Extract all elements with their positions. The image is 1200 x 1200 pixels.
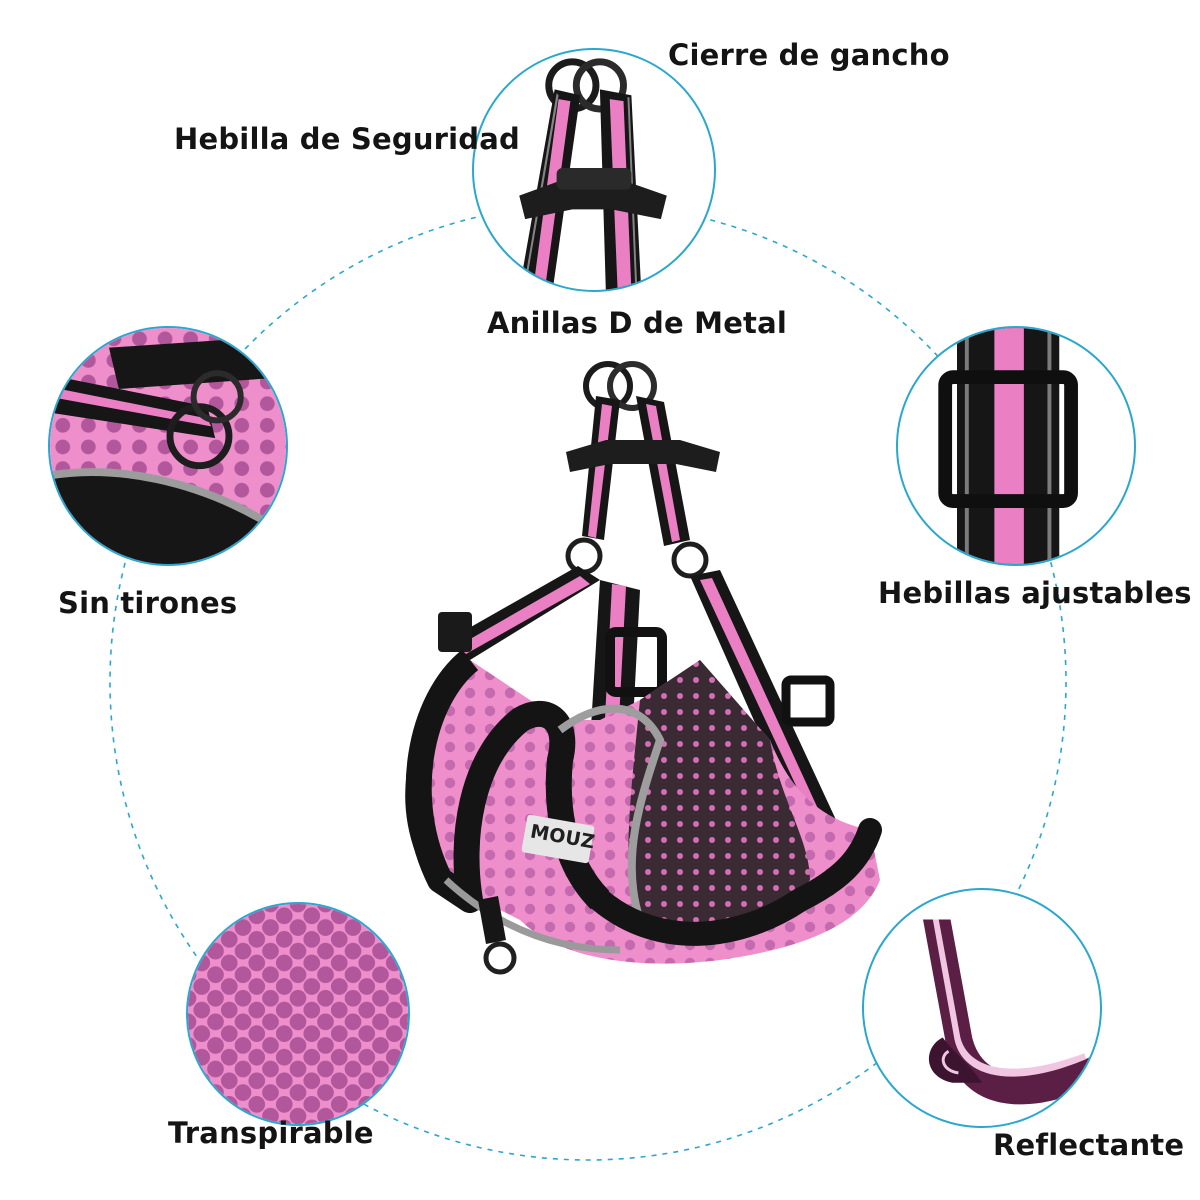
hook-clasp-closeup	[472, 48, 716, 292]
label-safety-buckle: Hebilla de Seguridad	[174, 122, 520, 156]
label-hook-clasp: Cierre de gancho	[668, 38, 950, 72]
label-breathable: Transpirable	[168, 1116, 374, 1150]
reflective-leash-closeup	[862, 888, 1102, 1128]
label-adjustable-buckles: Hebillas ajustables	[878, 576, 1192, 610]
label-no-pull: Sin tirones	[58, 586, 238, 620]
breathable-mesh-closeup	[186, 902, 410, 1126]
label-metal-d-rings: Anillas D de Metal	[487, 306, 788, 340]
adjustable-buckle-closeup	[896, 326, 1136, 566]
no-pull-closeup	[48, 326, 288, 566]
label-reflective: Reflectante	[993, 1128, 1185, 1162]
